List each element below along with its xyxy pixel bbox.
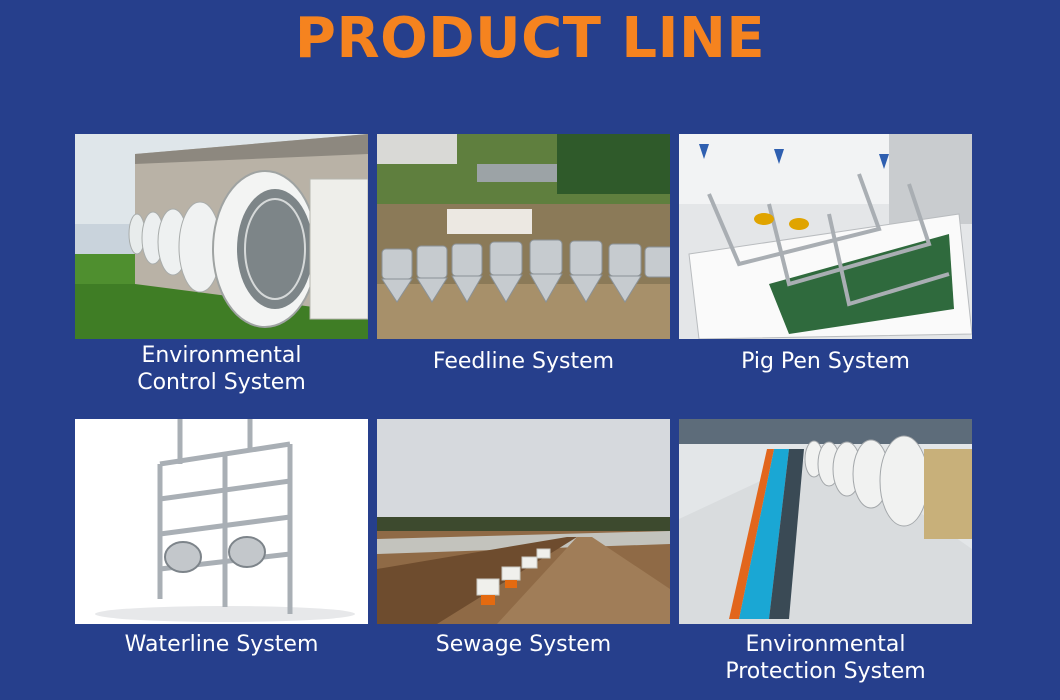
product-label: Pig Pen System — [741, 349, 910, 374]
exhaust-fans-image — [75, 134, 368, 339]
product-label: Feedline System — [432, 349, 615, 374]
fan-wall-render-image — [679, 419, 972, 624]
feed-silos-image — [377, 134, 670, 339]
product-label: Sewage System — [435, 632, 612, 657]
cooling-pad-frame-image — [75, 419, 368, 624]
page-title: PRODUCT LINE — [294, 6, 766, 71]
product-label: Environmental Control System — [137, 343, 306, 395]
product-label: Waterline System — [124, 632, 319, 657]
manure-trench-image — [377, 419, 670, 624]
farrowing-crates-image — [679, 134, 972, 339]
product-label: Environmental Protection System — [725, 632, 926, 684]
